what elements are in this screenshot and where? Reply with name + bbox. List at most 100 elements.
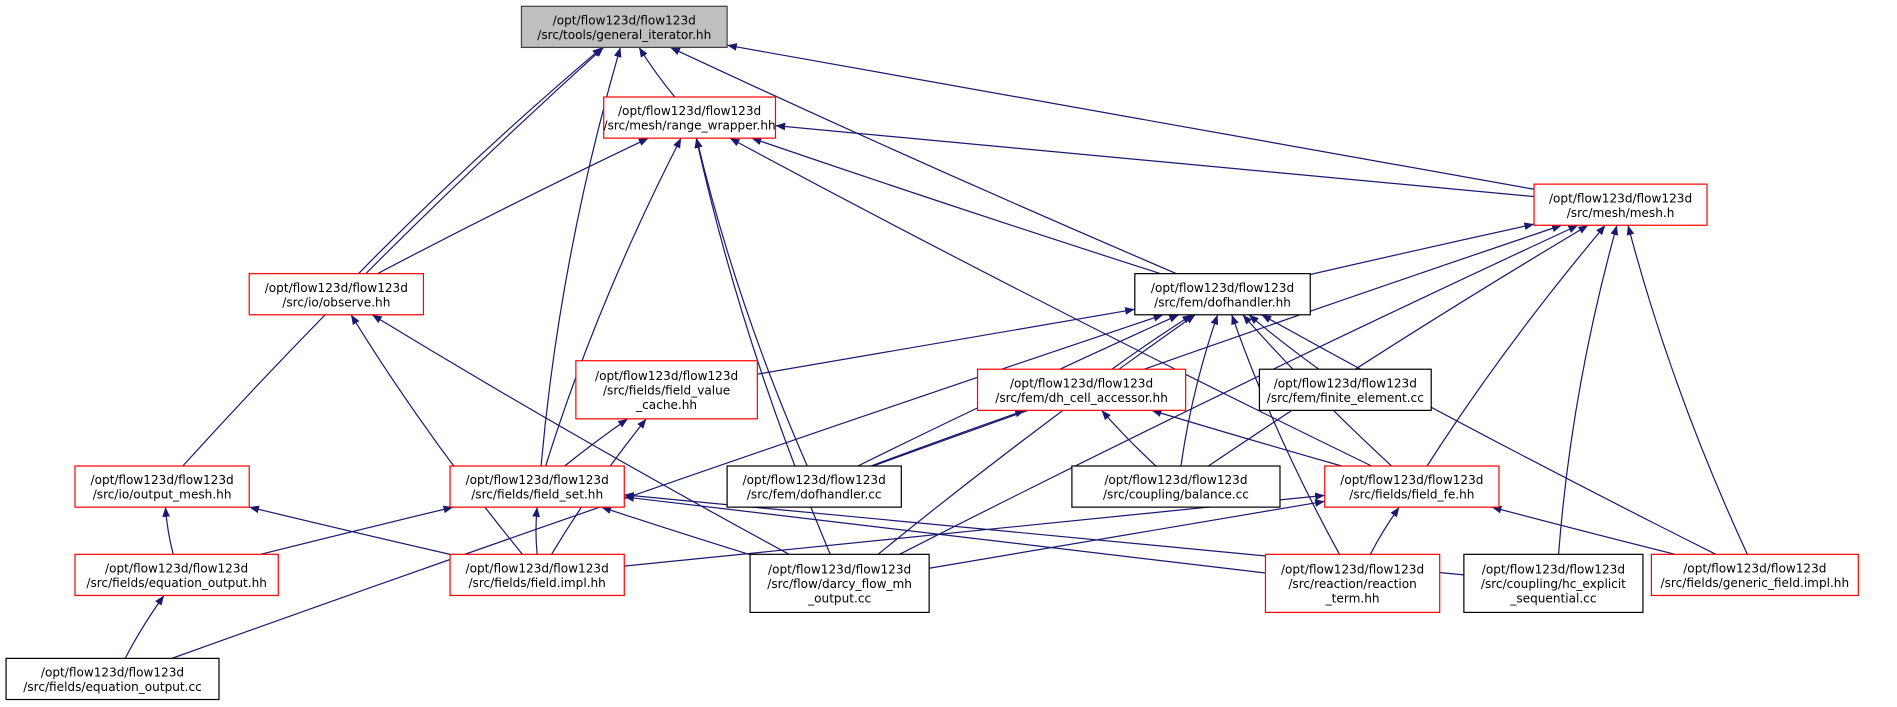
edge-react-to-fs <box>624 494 1266 574</box>
edge-dofcc-to-mesh <box>872 224 1562 467</box>
node-darcy[interactable]: /opt/flow123d/flow123d/src/flow/darcy_fl… <box>749 553 930 614</box>
node-box <box>248 273 425 316</box>
edge-dofh-to-mesh <box>1310 222 1535 276</box>
node-label-line: /src/fem/finite_element.cc <box>1267 391 1424 405</box>
node-eqcc[interactable]: /opt/flow123d/flow123d/src/fields/equati… <box>5 657 220 701</box>
node-label-line: /opt/flow123d/flow123d <box>1683 561 1826 575</box>
edge-eqo-to-fs <box>260 505 454 555</box>
node-box <box>1264 553 1441 614</box>
node-label-line: /src/coupling/balance.cc <box>1103 488 1249 502</box>
edge-om-to-gi <box>182 46 604 467</box>
edge-fimpl-to-obs <box>350 314 523 555</box>
node-eqo[interactable]: /opt/flow123d/flow123d/src/fields/equati… <box>74 553 279 597</box>
edge-fvc-to-dofh <box>757 307 1135 375</box>
node-box <box>1258 368 1432 411</box>
edge-rw-to-gi <box>638 47 676 98</box>
node-bal[interactable]: /opt/flow123d/flow123d/src/coupling/bala… <box>1071 465 1281 508</box>
edge-darcy-to-ffe <box>929 499 1325 569</box>
node-dhca[interactable]: /opt/flow123d/flow123d/src/fem/dh_cell_a… <box>976 368 1187 411</box>
node-gfi[interactable]: /opt/flow123d/flow123d/src/fields/generi… <box>1650 553 1859 597</box>
node-label-line: /src/fields/field_fe.hh <box>1349 488 1474 502</box>
edge-darcy-to-mesh <box>899 224 1579 555</box>
node-label-line: /src/fields/field_value <box>603 384 730 398</box>
node-label-line: /opt/flow123d/flow123d <box>1340 473 1483 487</box>
node-label-line: /src/fields/field_set.hh <box>471 488 603 502</box>
node-label-line: /opt/flow123d/flow123d <box>91 473 234 487</box>
edge-react-to-dofh <box>1231 314 1341 555</box>
node-label-line: /opt/flow123d/flow123d <box>41 666 184 680</box>
node-label-line: /opt/flow123d/flow123d <box>265 281 408 295</box>
node-label-line: /opt/flow123d/flow123d <box>768 563 911 577</box>
node-label-line: /src/fields/field.impl.hh <box>468 576 605 590</box>
node-fimpl[interactable]: /opt/flow123d/flow123d/src/fields/field.… <box>449 553 625 597</box>
node-label-line: /opt/flow123d/flow123d <box>618 104 761 118</box>
node-hc[interactable]: /opt/flow123d/flow123d/src/coupling/hc_e… <box>1463 553 1644 614</box>
node-fs[interactable]: /opt/flow123d/flow123d/src/fields/field_… <box>449 465 625 508</box>
node-label-line: /opt/flow123d/flow123d <box>553 13 696 27</box>
node-box <box>575 360 758 420</box>
node-label-line: _term.hh <box>1325 592 1380 606</box>
node-label-line: /opt/flow123d/flow123d <box>466 561 609 575</box>
edge-darcy-to-fs <box>601 506 751 556</box>
node-label-line: /opt/flow123d/flow123d <box>1104 473 1247 487</box>
edge-ffe-to-rw <box>729 137 1372 467</box>
edge-eqcc-to-dofh <box>171 314 1164 659</box>
node-label-line: /opt/flow123d/flow123d <box>1281 563 1424 577</box>
node-box <box>976 368 1187 411</box>
edge-dofcc-to-dhca <box>870 409 1025 467</box>
node-fe[interactable]: /opt/flow123d/flow123d/src/fem/finite_el… <box>1258 368 1432 411</box>
node-om[interactable]: /opt/flow123d/flow123d/src/io/output_mes… <box>74 465 250 508</box>
edge-ffe-to-dhca <box>1151 409 1342 467</box>
node-box <box>5 657 220 701</box>
node-label-line: /opt/flow123d/flow123d <box>1274 376 1417 390</box>
node-box <box>1650 553 1859 597</box>
node-box <box>603 96 777 139</box>
node-obs[interactable]: /opt/flow123d/flow123d/src/io/observe.hh <box>248 273 425 316</box>
node-label-line: /opt/flow123d/flow123d <box>743 473 886 487</box>
node-label-line: /src/coupling/hc_explicit <box>1481 577 1626 591</box>
node-box <box>726 465 902 508</box>
node-label-line: _cache.hh <box>635 398 697 412</box>
node-label-line: /src/io/output_mesh.hh <box>93 488 232 502</box>
node-box <box>1463 553 1644 614</box>
node-rw[interactable]: /opt/flow123d/flow123d/src/mesh/range_wr… <box>603 96 777 139</box>
node-box <box>449 553 625 597</box>
node-fvc[interactable]: /opt/flow123d/flow123d/src/fields/field_… <box>575 360 758 420</box>
node-dofh[interactable]: /opt/flow123d/flow123d/src/fem/dofhandle… <box>1134 273 1311 316</box>
nodes-layer: /opt/flow123d/flow123d/src/tools/general… <box>5 5 1859 701</box>
edge-eqo-to-om <box>162 507 174 555</box>
node-box <box>1134 273 1311 316</box>
node-label-line: /src/fem/dofhandler.cc <box>747 488 882 502</box>
node-ffe[interactable]: /opt/flow123d/flow123d/src/fields/field_… <box>1324 465 1500 508</box>
node-box <box>74 553 279 597</box>
node-label-line: /src/reaction/reaction <box>1288 577 1416 591</box>
node-label-line: /opt/flow123d/flow123d <box>1549 191 1692 205</box>
node-mesh[interactable]: /opt/flow123d/flow123d/src/mesh/mesh.h <box>1533 183 1708 226</box>
edge-dofh-to-gi <box>670 46 1177 275</box>
node-react[interactable]: /opt/flow123d/flow123d/src/reaction/reac… <box>1264 553 1441 614</box>
edge-bal-to-mesh <box>1208 224 1589 467</box>
node-box <box>449 465 625 508</box>
node-dofcc[interactable]: /opt/flow123d/flow123d/src/fem/dofhandle… <box>726 465 902 508</box>
node-label-line: /src/fem/dofhandler.hh <box>1154 295 1291 309</box>
edge-gfi-to-dofh <box>1261 314 1717 555</box>
edge-fimpl-to-fs <box>532 507 541 555</box>
edge-fs-to-fvc <box>564 418 629 467</box>
node-label-line: /opt/flow123d/flow123d <box>466 473 609 487</box>
node-label-line: _output.cc <box>807 592 871 606</box>
node-box <box>749 553 930 614</box>
node-label-line: /opt/flow123d/flow123d <box>1151 281 1294 295</box>
node-label-line: /src/fields/generic_field.impl.hh <box>1661 576 1850 590</box>
node-label-line: /src/mesh/range_wrapper.hh <box>604 119 776 133</box>
edge-gfi-to-ffe <box>1491 505 1676 555</box>
edge-darcy-to-dofh <box>877 314 1196 555</box>
edge-dofh-to-rw <box>751 137 1161 275</box>
node-label-line: /opt/flow123d/flow123d <box>1482 563 1625 577</box>
edge-react-to-ffe <box>1369 506 1400 555</box>
edge-obs-to-rw <box>377 137 649 275</box>
node-label-line: /src/fem/dh_cell_accessor.hh <box>995 391 1168 405</box>
node-label-line: /src/io/observe.hh <box>282 295 390 309</box>
node-label-line: /opt/flow123d/flow123d <box>1010 376 1153 390</box>
edge-gfi-to-mesh <box>1626 225 1748 555</box>
